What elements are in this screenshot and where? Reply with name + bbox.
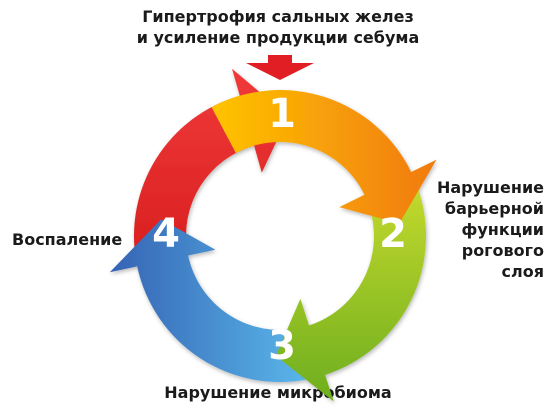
stage-1-label-line-2: и усиление продукции себума bbox=[136, 28, 420, 47]
stage-2-label: Нарушение барьерной функции рогового сло… bbox=[414, 177, 544, 282]
stage-4-number: 4 bbox=[152, 211, 180, 257]
stage-2-label-line-2: барьерной bbox=[444, 199, 544, 218]
stage-2-arrow bbox=[275, 186, 427, 402]
stage-2-label-line-3: функции bbox=[461, 220, 545, 239]
stage-1-number: 1 bbox=[268, 91, 296, 137]
stage-2-label-line-1: Нарушение bbox=[436, 178, 544, 197]
stage-3-arrow bbox=[109, 219, 311, 382]
stage-3-number: 3 bbox=[268, 323, 296, 369]
stage-1-label-line-1: Гипертрофия сальных желез bbox=[142, 7, 414, 26]
stage-4-label: Воспаление bbox=[12, 230, 123, 249]
stage-2-label-line-4: рогового bbox=[461, 241, 544, 260]
stage-2-label-line-5: слоя bbox=[501, 262, 544, 281]
down-arrow-icon bbox=[246, 55, 314, 80]
stage-3-label: Нарушение микробиома bbox=[164, 383, 392, 402]
stage-1-label: Гипертрофия сальных желез и усиление про… bbox=[0, 6, 556, 48]
stage-1-arrow bbox=[211, 90, 437, 224]
stage-2-number: 2 bbox=[379, 211, 407, 257]
